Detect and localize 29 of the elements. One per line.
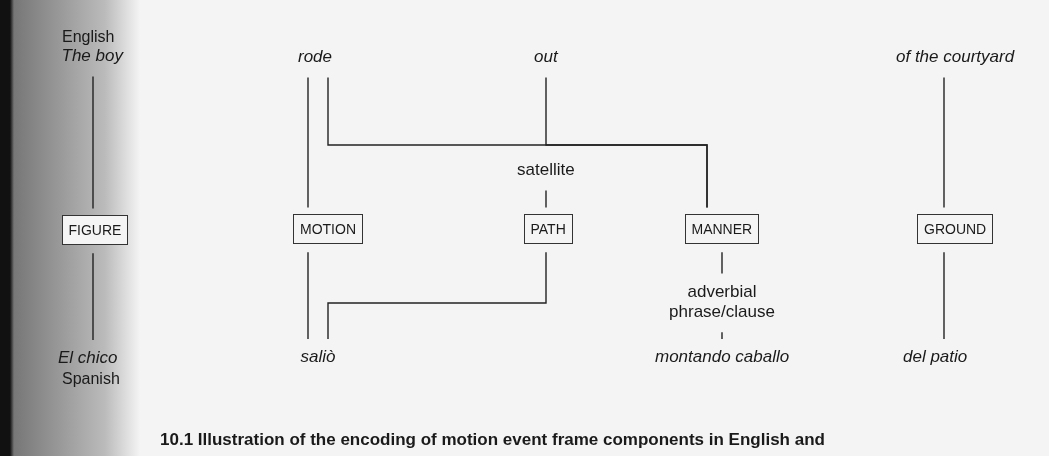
word-label: The boy bbox=[59, 44, 125, 69]
component-box: GROUND bbox=[917, 213, 994, 245]
word-label: rode bbox=[296, 45, 335, 70]
connector-line bbox=[327, 251, 547, 340]
language-label: English bbox=[62, 28, 115, 46]
connector-line bbox=[545, 189, 547, 209]
term-label: adverbial phrase/clause bbox=[660, 279, 784, 325]
connector-line bbox=[92, 75, 94, 210]
word-label: del patio bbox=[901, 345, 970, 370]
term-label: satellite bbox=[515, 158, 577, 183]
component-box: FIGURE bbox=[61, 214, 129, 246]
connector-line bbox=[92, 252, 94, 341]
word-label: of the courtyard bbox=[894, 45, 1017, 70]
connector-line bbox=[721, 251, 723, 275]
word-label: El chico bbox=[56, 346, 120, 371]
connector-line bbox=[943, 251, 945, 340]
word-label: montando caballo bbox=[653, 345, 792, 370]
figure-caption: 10.1 Illustration of the encoding of motion event frame components in English and bbox=[160, 430, 825, 450]
component-box: MOTION bbox=[293, 213, 363, 245]
component-box: MANNER bbox=[684, 213, 760, 245]
connector-line bbox=[721, 331, 723, 340]
connector-line bbox=[307, 251, 309, 340]
connector-line bbox=[943, 76, 945, 209]
connector-line bbox=[307, 76, 309, 209]
connector-line bbox=[545, 76, 708, 209]
component-box: PATH bbox=[523, 213, 573, 245]
word-label: out bbox=[532, 45, 560, 70]
word-label: saliò bbox=[298, 345, 338, 370]
language-label: Spanish bbox=[62, 370, 120, 388]
